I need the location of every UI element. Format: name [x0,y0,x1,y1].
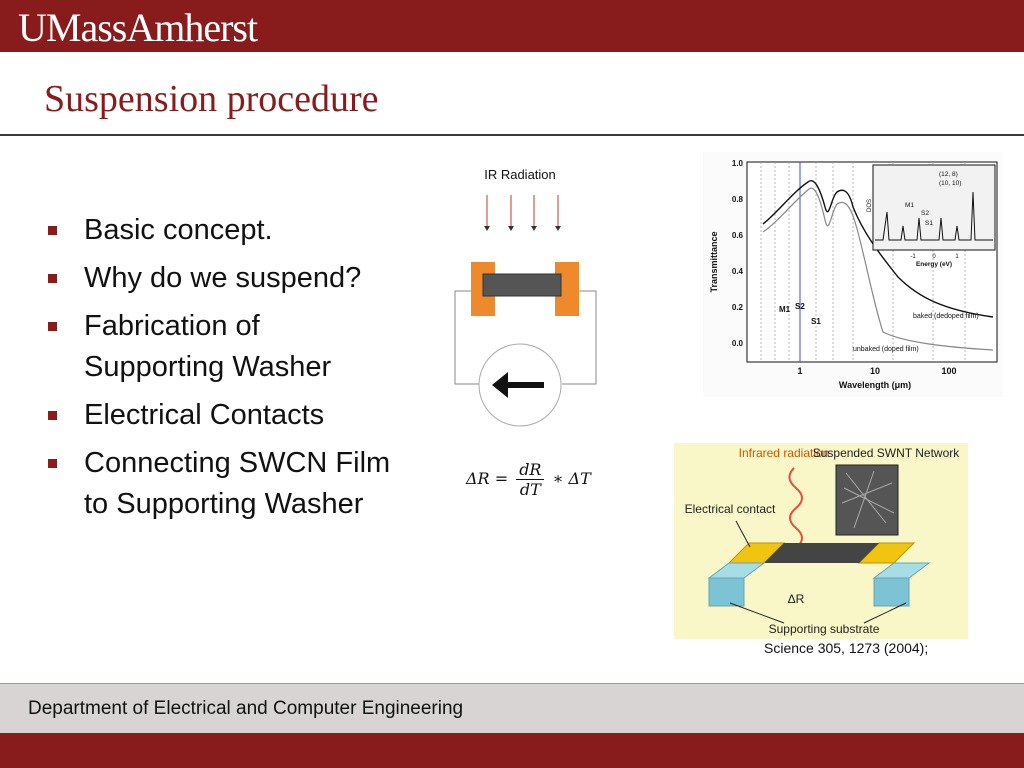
bullet-square-icon [48,322,57,331]
svg-text:(12, 8): (12, 8) [939,171,958,178]
ir-radiation-label: IR Radiation [484,167,556,182]
header-bar: UMassAmherst [0,0,1024,52]
svg-text:Electrical contact: Electrical contact [685,502,776,516]
svg-text:DOS: DOS [867,199,873,212]
title-divider [0,134,1024,136]
swcn-film-strip [482,273,562,297]
y-tick-labels: 1.0 0.8 0.6 0.4 0.2 0.0 [732,159,744,348]
bullet-square-icon [48,226,57,235]
svg-text:100: 100 [941,366,956,376]
source-arrow-shaft [506,382,544,388]
svg-text:ΔR: ΔR [788,592,805,606]
footer-department: Department of Electrical and Computer En… [28,698,464,719]
svg-text:1: 1 [797,366,802,376]
baked-curve [762,180,994,318]
svg-text:M1: M1 [779,305,791,314]
bullet-list: Basic concept. Why do we suspend? Fabric… [46,210,396,532]
svg-text:unbaked (doped film): unbaked (doped film) [853,346,919,353]
left-substrate [708,577,745,607]
svg-text:-1: -1 [910,254,916,260]
svg-text:S2: S2 [795,302,805,311]
curve-labels: baked (dedoped film) unbaked (doped film… [853,313,979,353]
circuit-diagram: IR Radiation [454,167,597,427]
citation-text: Science 305, 1273 (2004); [764,640,929,656]
x-axis-label: Wavelength (μm) [839,380,911,390]
bullet-square-icon [48,274,57,283]
peak-labels: M1 S2 S1 [779,302,821,326]
svg-text:1: 1 [955,254,959,260]
svg-text:0.2: 0.2 [732,303,744,312]
umass-logo: UMassAmherst [18,5,258,50]
svg-text:baked (dedoped film): baked (dedoped film) [913,313,979,320]
bullet-square-icon [48,459,57,468]
svg-text:S1: S1 [811,317,821,326]
dos-inset: (12, 8) (10, 10) M1 S2 S1 DOS -1 0 1 Ene… [867,164,996,268]
bullet-item: Fabrication of Supporting Washer [46,306,396,388]
y-axis-label: Transmittance [709,231,719,292]
bullet-item: Why do we suspend? [46,258,396,299]
right-wire [562,290,597,385]
svg-text:0.4: 0.4 [732,267,744,276]
svg-text:1.0: 1.0 [732,159,744,168]
infrared-wave [788,467,803,556]
svg-text:Infrared radiation: Infrared radiation [739,446,830,460]
svg-text:S1: S1 [925,220,933,227]
bullet-item: Connecting SWCN Film to Supporting Washe… [46,443,396,525]
svg-text:0: 0 [932,254,936,260]
svg-text:(10, 10): (10, 10) [939,180,961,187]
footer-bar [0,733,1024,768]
svg-text:S2: S2 [921,210,929,217]
svg-text:Energy (eV): Energy (eV) [916,261,952,268]
unbaked-curve [762,187,994,351]
slide-title: Suspension procedure [44,78,379,120]
transmittance-plot: 1.0 0.8 0.6 0.4 0.2 0.0 1 10 100 Wavelen… [703,152,1003,397]
ir-arrows [486,195,559,226]
svg-text:M1: M1 [905,202,914,209]
right-substrate [873,577,910,607]
svg-text:0.8: 0.8 [732,195,744,204]
svg-text:0.6: 0.6 [732,231,744,240]
bullet-item: Electrical Contacts [46,395,396,436]
svg-text:Suspended SWNT Network: Suspended SWNT Network [813,446,961,460]
suspended-film [764,543,879,563]
x-tick-labels: 1 10 100 [797,366,956,376]
source-arrow-icon [492,372,508,398]
svg-text:10: 10 [870,366,880,376]
svg-text:0.0: 0.0 [732,339,744,348]
footer-band [0,683,1024,734]
bullet-square-icon [48,411,57,420]
svg-text:Supporting substrate: Supporting substrate [769,622,880,636]
bullet-item: Basic concept. [46,210,396,251]
swnt-schematic: Infrared radiation Suspended SWNT Networ… [674,443,968,639]
